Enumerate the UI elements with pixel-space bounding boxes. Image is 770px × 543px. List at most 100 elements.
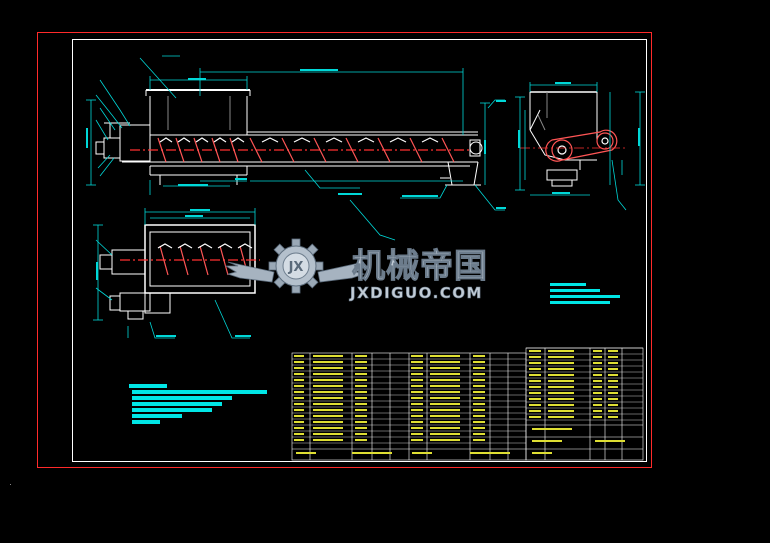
table-cell-text: [430, 415, 460, 417]
table-cell-text: [294, 421, 304, 423]
table-cell-text: [294, 373, 304, 375]
table-cell-text: [473, 379, 485, 381]
table-cell-text: [473, 439, 485, 441]
table-cell-text: [294, 409, 304, 411]
table-cell-text: [411, 427, 423, 429]
table-cell-text: [608, 380, 618, 382]
table-cell-text: [313, 403, 343, 405]
table-cell-text: [411, 385, 423, 387]
table-cell-text: [355, 373, 367, 375]
table-cell-text: [313, 367, 343, 369]
table-cell-text: [355, 415, 367, 417]
table-cell-text: [473, 433, 485, 435]
table-cell-text: [430, 379, 460, 381]
side-view-drive: [520, 129, 625, 162]
table-cell-text: [529, 386, 541, 388]
table-cell-text: [313, 439, 343, 441]
table-cell-text: [473, 421, 485, 423]
table-cell-text: [532, 440, 562, 442]
table-cell-text: [355, 397, 367, 399]
front-view: [95, 89, 483, 186]
table-cell-text: [411, 403, 423, 405]
watermark-site: JXDIGUO.COM: [349, 284, 483, 302]
table-cell-text: [355, 433, 367, 435]
table-cell-text: [548, 362, 574, 364]
table-cell-text: [352, 452, 392, 454]
parts-list-rows: [292, 353, 643, 444]
table-cell-text: [593, 380, 602, 382]
top-view: [99, 224, 256, 320]
table-cell-text: [473, 403, 485, 405]
table-cell-text: [593, 404, 602, 406]
table-cell-text: [313, 427, 343, 429]
table-cell-text: [548, 410, 574, 412]
table-cell-text: [529, 356, 541, 358]
table-cell-text: [470, 452, 510, 454]
table-cell-text: [430, 403, 460, 405]
table-cell-text: [608, 410, 618, 412]
table-cell-text: [355, 361, 367, 363]
table-cell-text: [294, 403, 304, 405]
table-cell-text: [313, 409, 343, 411]
table-cell-text: [473, 427, 485, 429]
table-cell-text: [529, 350, 541, 352]
table-cell-text: [294, 385, 304, 387]
table-cell-text: [294, 439, 304, 441]
table-cell-text: [529, 380, 541, 382]
table-cell-text: [430, 409, 460, 411]
table-cell-text: [355, 379, 367, 381]
table-cell-text: [313, 415, 343, 417]
table-cell-text: [473, 373, 485, 375]
table-cell-text: [473, 415, 485, 417]
badge-text: JX: [288, 260, 304, 275]
table-cell-text: [595, 440, 625, 442]
table-cell-text: [593, 374, 602, 376]
wing-right-icon: [317, 261, 368, 283]
table-cell-text: [411, 433, 423, 435]
table-cell-text: [294, 397, 304, 399]
sheet-outer-border: [37, 32, 652, 468]
table-cell-text: [355, 355, 367, 357]
table-cell-text: [473, 409, 485, 411]
table-cell-text: [430, 427, 460, 429]
table-cell-text: [608, 374, 618, 376]
stray-point: [10, 484, 11, 485]
table-cell-text: [548, 392, 574, 394]
table-cell-text: [473, 367, 485, 369]
table-cell-text: [529, 404, 541, 406]
table-cell-text: [294, 433, 304, 435]
front-view-screw-flights: [130, 137, 470, 163]
side-view: [529, 91, 598, 187]
table-cell-text: [411, 415, 423, 417]
table-cell-text: [608, 416, 618, 418]
table-cell-text: [412, 452, 432, 454]
table-cell-text: [430, 421, 460, 423]
table-cell-text: [411, 421, 423, 423]
table-cell-text: [411, 373, 423, 375]
table-cell-text: [430, 355, 460, 357]
table-cell-text: [294, 391, 304, 393]
table-cell-text: [313, 433, 343, 435]
table-cell-text: [355, 439, 367, 441]
table-cell-text: [313, 379, 343, 381]
table-cell-text: [548, 380, 574, 382]
table-cell-text: [294, 427, 304, 429]
table-cell-text: [548, 416, 574, 418]
top-view-screw-flights: [120, 243, 260, 276]
table-cell-text: [608, 386, 618, 388]
table-cell-text: [593, 362, 602, 364]
table-cell-text: [355, 409, 367, 411]
table-cell-text: [313, 355, 343, 357]
table-cell-text: [473, 361, 485, 363]
table-cell-text: [430, 361, 460, 363]
table-cell-text: [529, 374, 541, 376]
table-cell-text: [430, 367, 460, 369]
sheet-inner-frame: [72, 39, 647, 462]
table-cell-text: [473, 355, 485, 357]
table-cell-text: [430, 397, 460, 399]
table-cell-text: [608, 362, 618, 364]
table-cell-text: [411, 397, 423, 399]
table-cell-text: [473, 391, 485, 393]
table-cell-text: [608, 398, 618, 400]
table-cell-text: [608, 368, 618, 370]
